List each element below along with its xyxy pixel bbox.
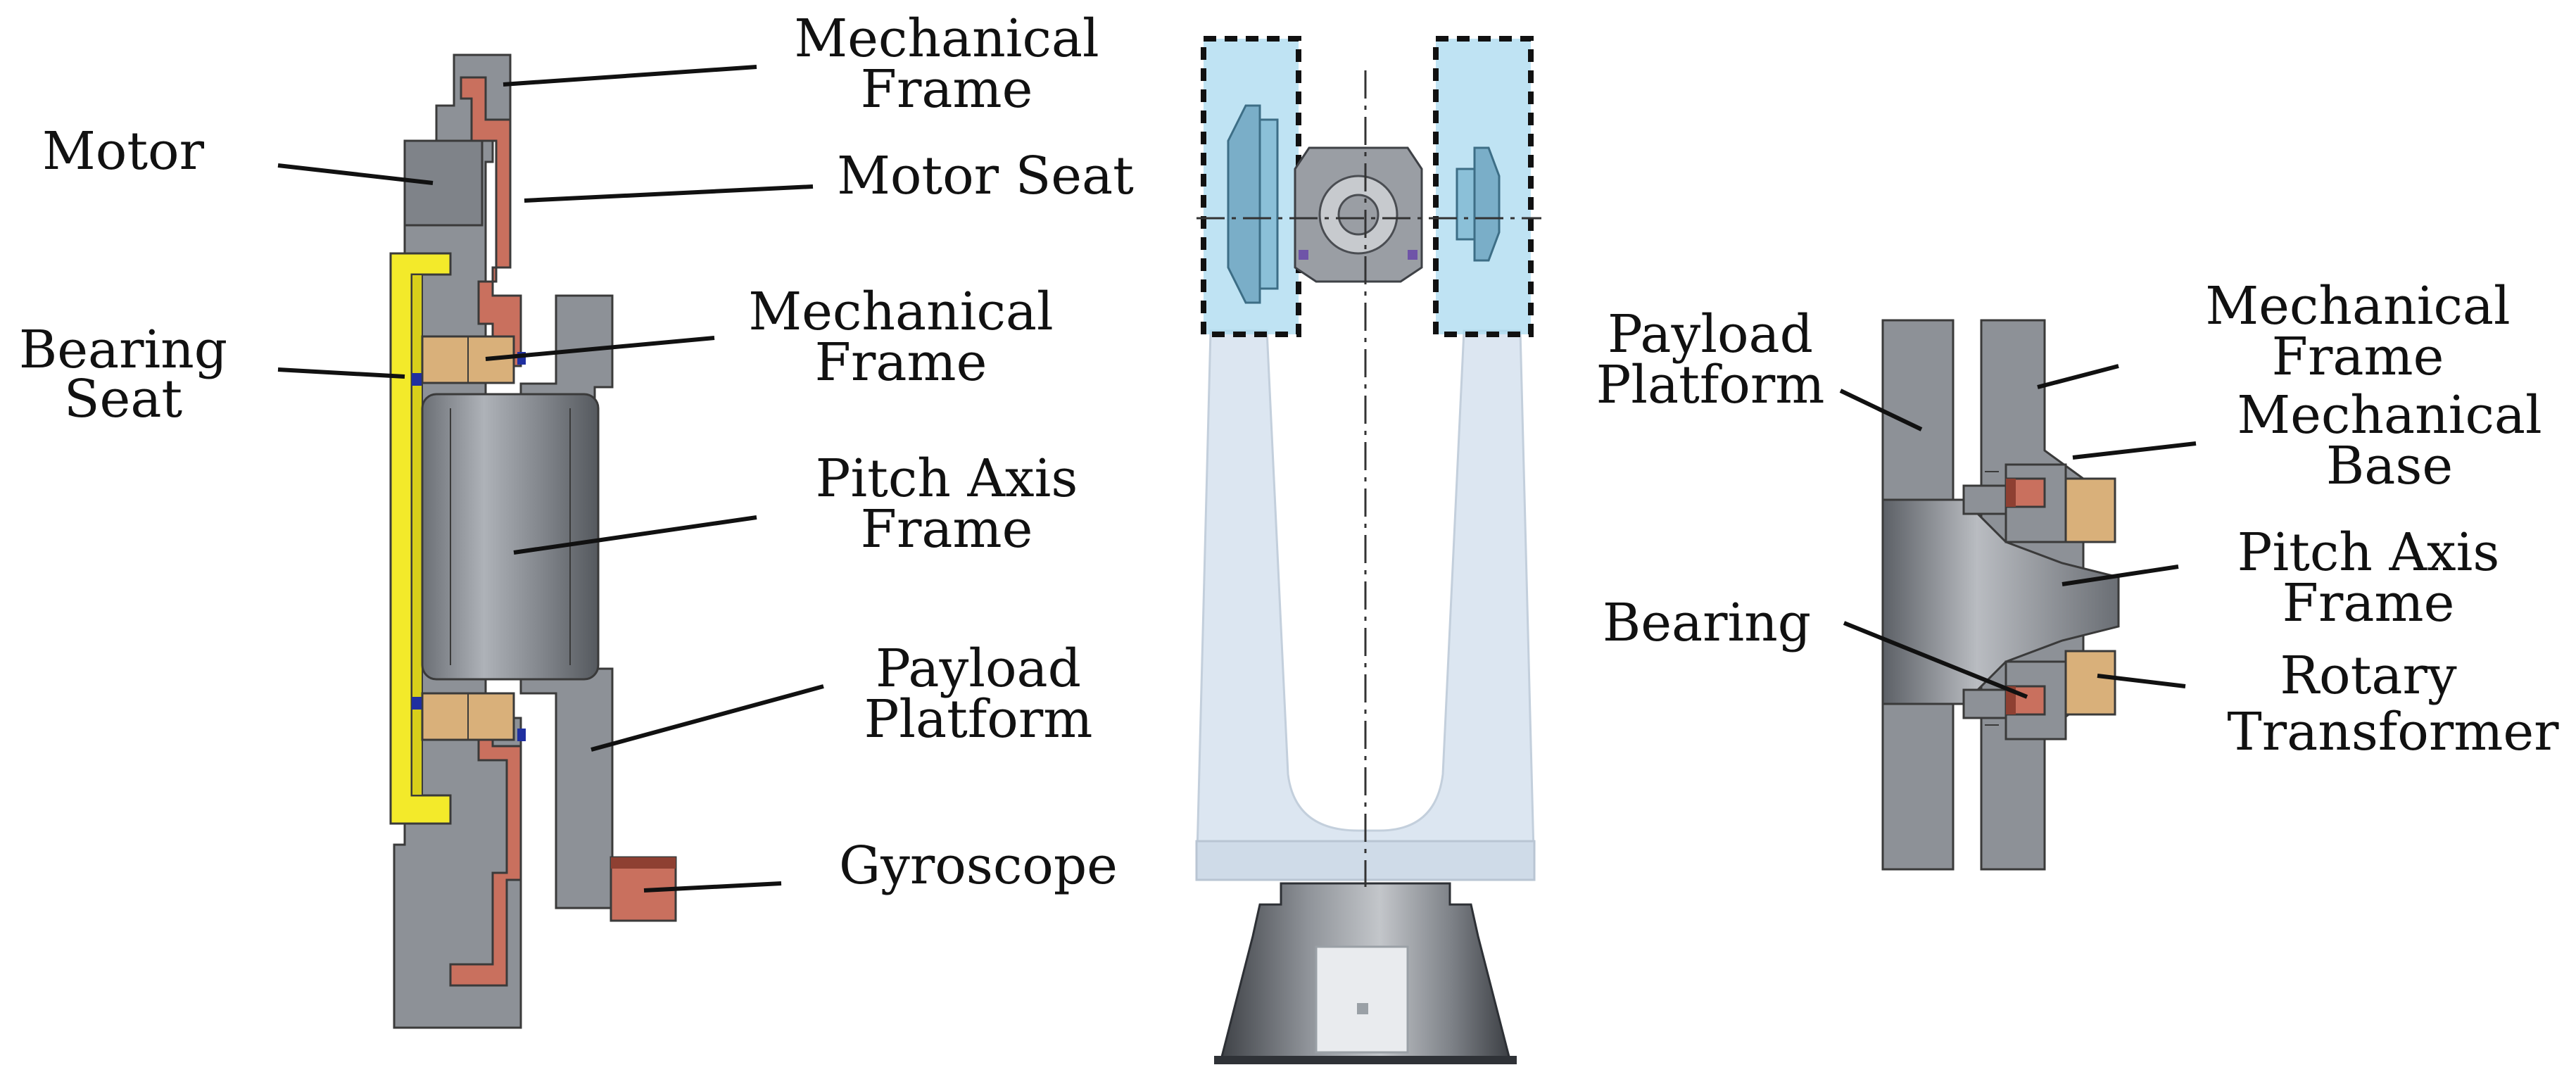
label-right-rotary-transformer-2: Transformer <box>2227 702 2559 762</box>
right-labels: Payload Platform Mechanical Frame Mechan… <box>1596 276 2560 762</box>
right-rotary-transformer-upper <box>2064 477 2116 543</box>
left-bore <box>421 393 600 681</box>
label-mechanical-frame-mid-1: Mechanical <box>748 282 1053 342</box>
label-right-mechanical-frame-1: Mechanical <box>2205 276 2510 336</box>
label-right-pitch-axis-frame-2: Frame <box>2283 573 2455 634</box>
label-payload-platform-2: Platform <box>864 689 1093 750</box>
label-mechanical-frame-top-2: Frame <box>861 59 1033 120</box>
label-right-mechanical-base-1: Mechanical <box>2237 385 2542 446</box>
label-right-pitch-axis-frame-1: Pitch Axis <box>2237 522 2500 583</box>
label-payload-platform-1: Payload <box>876 638 1081 699</box>
label-bearing-seat-1: Bearing <box>19 320 227 380</box>
label-motor-seat: Motor Seat <box>837 146 1134 206</box>
label-mechanical-frame-top-1: Mechanical <box>794 8 1099 69</box>
motor-housing-box-right <box>1433 36 1534 337</box>
right-section-view <box>1881 319 2120 871</box>
center-gimbal-view <box>1195 36 1541 1064</box>
label-mechanical-frame-mid-2: Frame <box>815 332 987 393</box>
label-right-mechanical-base-2: Base <box>2326 436 2453 496</box>
label-motor: Motor <box>42 121 205 182</box>
label-pitch-axis-frame-1: Pitch Axis <box>816 448 1078 509</box>
left-labels: Mechanical Frame Motor Motor Seat Mechan… <box>19 8 1134 896</box>
left-motor-shape <box>403 139 484 227</box>
left-section-view <box>389 53 677 1029</box>
label-right-payload-platform-1: Payload <box>1608 304 1813 365</box>
yoke-arm-shape <box>1195 329 1536 881</box>
right-pitch-axis-frame-shape <box>1881 498 2120 705</box>
label-right-rotary-transformer-1: Rotary <box>2280 645 2456 706</box>
right-rotary-transformer-lower <box>2064 650 2116 716</box>
leader-lines <box>277 65 2197 893</box>
label-right-payload-platform-2: Platform <box>1596 355 1825 415</box>
label-pitch-axis-frame-2: Frame <box>861 499 1033 560</box>
label-right-mechanical-frame-2: Frame <box>2272 327 2444 387</box>
label-right-bearing: Bearing <box>1603 593 1811 653</box>
label-gyroscope: Gyroscope <box>839 836 1118 896</box>
label-bearing-seat-2: Seat <box>64 369 183 429</box>
